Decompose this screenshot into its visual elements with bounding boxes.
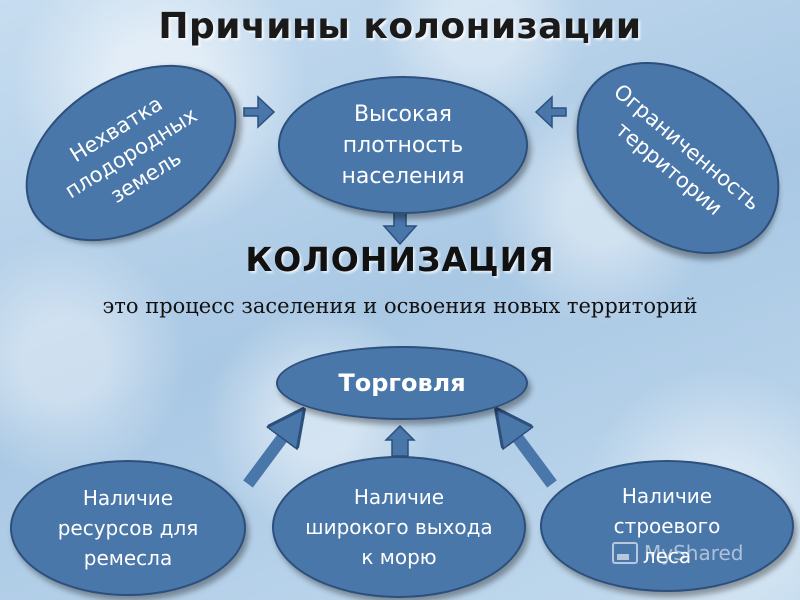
watermark-text: MyShared xyxy=(644,541,744,565)
node-craft-resources: Наличие ресурсов для ремесла xyxy=(10,460,246,596)
node-timber-line-3: леса xyxy=(642,544,692,568)
node-resources-line-2: ресурсов для xyxy=(57,516,199,540)
node-timber-line-2: строевого xyxy=(613,514,721,538)
node-trade: Торговля xyxy=(276,346,528,420)
arrow-density-to-colonization xyxy=(382,209,418,246)
arrow-resources-to-trade xyxy=(243,414,300,488)
colonization-heading: КОЛОНИЗАЦИЯ xyxy=(245,240,555,279)
node-resources-line-3: ремесла xyxy=(83,546,173,570)
node-sea-line-1: Наличие xyxy=(353,485,445,509)
node-high-population-density: Высокая плотность населения xyxy=(278,76,528,214)
node-density-line-2: плотность xyxy=(342,132,464,158)
node-sea-line-2: широкого выхода xyxy=(305,515,493,539)
node-sea-line-3: к морю xyxy=(361,545,437,569)
arrow-territory-to-density xyxy=(534,95,567,129)
node-resources-line-1: Наличие xyxy=(82,486,174,510)
presentation-icon xyxy=(612,542,638,564)
watermark: MyShared xyxy=(612,540,782,566)
node-construction-timber: Наличие строевого леса xyxy=(540,460,794,592)
node-trade-line-1: Торговля xyxy=(338,369,466,397)
node-density-line-3: населения xyxy=(341,163,465,189)
node-density-line-1: Высокая xyxy=(353,101,452,127)
node-timber-line-1: Наличие xyxy=(621,484,713,508)
node-wide-sea-access: Наличие широкого выхода к морю xyxy=(272,456,526,598)
colonization-definition: это процесс заселения и освоения новых т… xyxy=(102,294,698,318)
arrow-timber-to-trade xyxy=(500,414,557,488)
arrow-sea-to-trade xyxy=(384,424,416,457)
diagram-title: Причины колонизации xyxy=(158,6,642,47)
arrow-land-to-density xyxy=(243,95,276,129)
